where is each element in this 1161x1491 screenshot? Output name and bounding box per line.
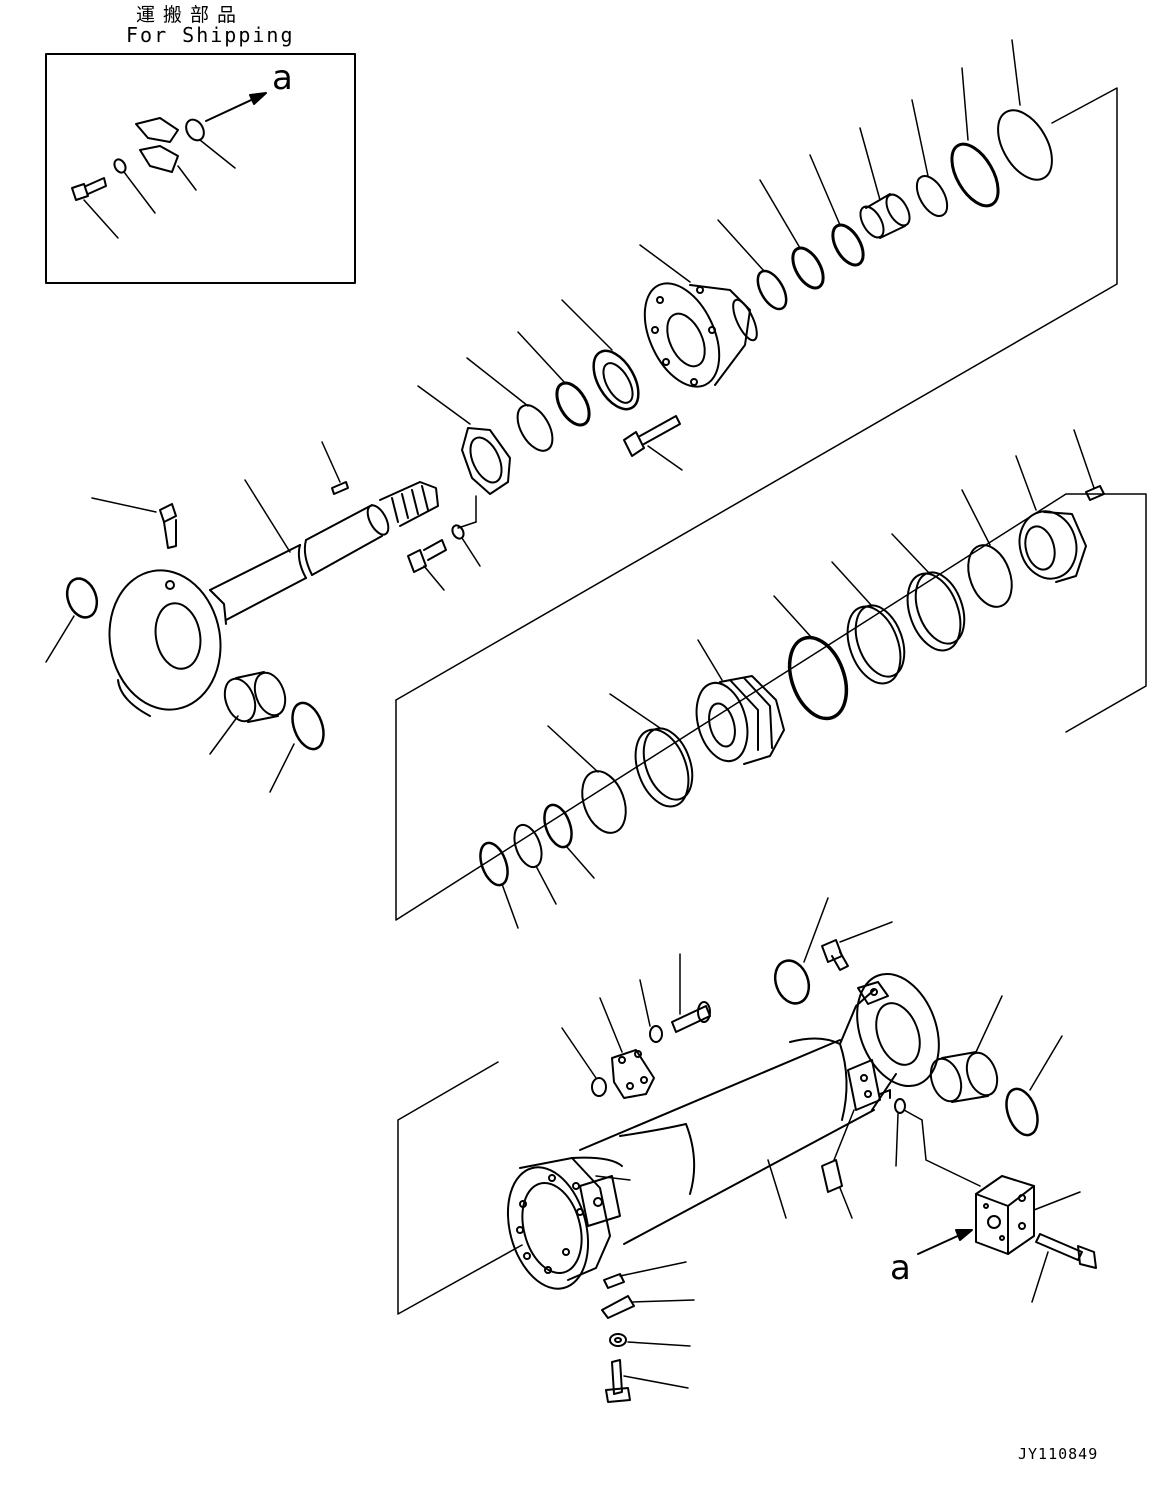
cylinder-head xyxy=(639,244,758,388)
tube-grease-fitting xyxy=(821,1109,855,1219)
shipping-inset xyxy=(45,53,356,284)
block-bolt xyxy=(1031,1233,1097,1303)
bottom-eye-oring-top xyxy=(773,897,829,1005)
rod-eye-oring-right xyxy=(269,701,325,793)
cylinder-group-frame xyxy=(397,1061,523,1315)
manifold-block xyxy=(917,1175,1081,1255)
tube-cover-bolt xyxy=(639,953,711,1043)
bottom-eye-oring-right xyxy=(1005,1035,1063,1137)
plate-bolt xyxy=(407,524,481,591)
rod-head-group-frame xyxy=(395,87,1118,701)
retainer-plate xyxy=(417,385,511,529)
bottom-grease-fitting xyxy=(821,921,893,971)
rod-seals xyxy=(466,299,640,452)
rod-head-seals xyxy=(717,39,1053,311)
rod-eye-oring-left xyxy=(45,577,99,663)
bottom-small-parts xyxy=(601,1261,695,1403)
tube-plug xyxy=(561,1027,607,1097)
view-ref-label-body: a xyxy=(890,1248,911,1288)
tube-port-cover xyxy=(599,997,655,1099)
cylinder-bottom-eye xyxy=(839,972,940,1111)
piston-group-frame xyxy=(395,493,1147,921)
piston-rod xyxy=(209,441,439,621)
bottom-eye-bushing xyxy=(929,995,1003,1103)
cylinder-tube xyxy=(506,1037,875,1290)
shipping-title-english: For Shipping xyxy=(126,23,295,47)
piston-parts xyxy=(479,429,1105,929)
drawing-number: JY110849 xyxy=(1018,1445,1099,1463)
view-ref-label-inset: a xyxy=(272,58,293,98)
rod-eye-bushing xyxy=(209,671,287,755)
rod-eye xyxy=(91,497,227,717)
head-bolt xyxy=(623,415,683,471)
shipping-title-japanese: 運搬部品 xyxy=(136,4,245,26)
block-plug xyxy=(894,1098,981,1187)
